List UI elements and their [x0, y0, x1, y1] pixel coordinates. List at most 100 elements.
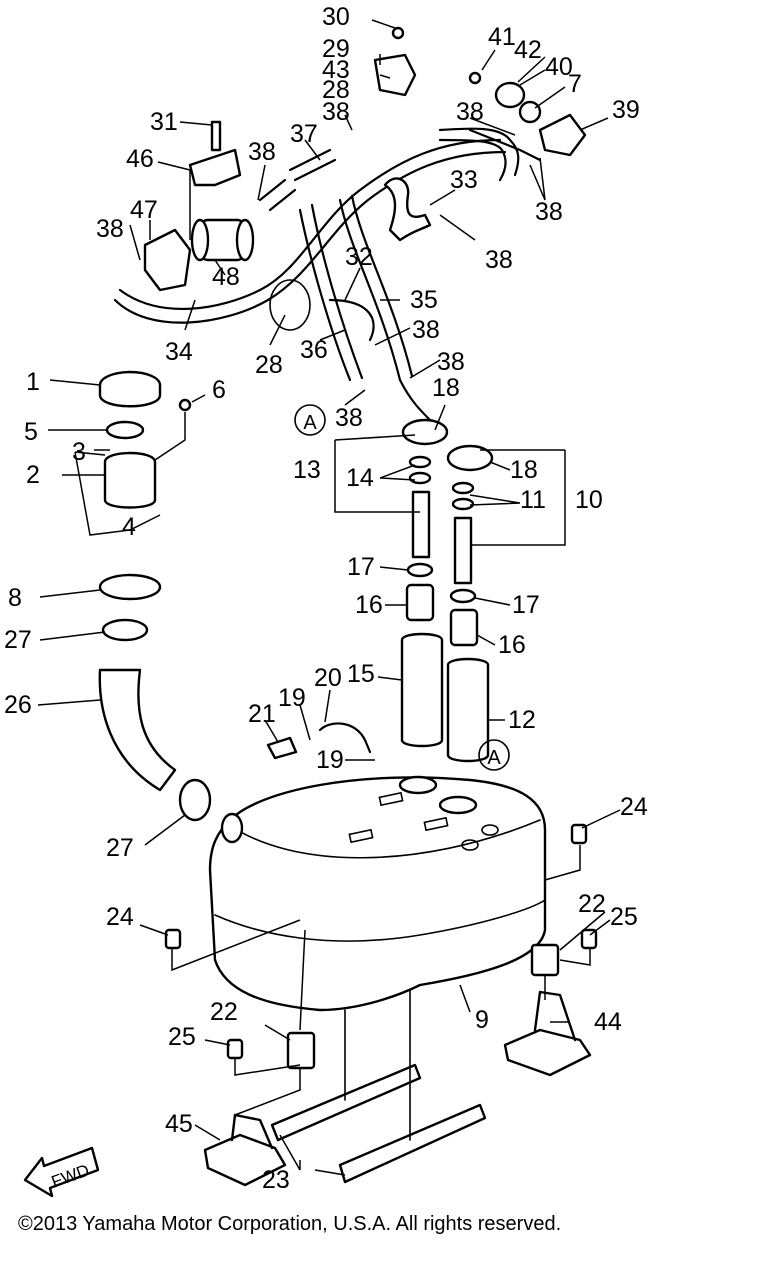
fwd-arrow	[23, 1146, 100, 1198]
gasket-5	[105, 420, 145, 440]
assembly-lines	[154, 412, 591, 1116]
callout-label: 5	[24, 418, 38, 446]
callout-label: 38	[96, 215, 124, 243]
callout-label: 9	[475, 1006, 489, 1034]
callout-label: 24	[620, 793, 648, 821]
callout-label: 31	[150, 108, 178, 136]
callout-label: 22	[210, 998, 238, 1026]
callout-label: 16	[498, 631, 526, 659]
fuel-filter-48	[190, 218, 255, 262]
plate-8	[98, 573, 162, 601]
callout-label: 38	[248, 138, 276, 166]
callout-label: 18	[432, 374, 460, 402]
callout-label: 48	[212, 263, 240, 291]
callout-label: 14	[346, 464, 374, 492]
callout-label: 25	[168, 1023, 196, 1051]
pickup-left	[400, 418, 449, 748]
callout-label: 42	[514, 36, 542, 64]
callout-label: 43	[322, 56, 350, 84]
callout-label: 46	[126, 145, 154, 173]
strap-23-b	[338, 1103, 487, 1184]
callout-label: 37	[290, 120, 318, 148]
callout-label: 20	[314, 664, 342, 692]
hose-26	[98, 668, 177, 792]
callout-label: 19	[278, 684, 306, 712]
callout-label: 41	[488, 23, 516, 51]
strap-23-a	[270, 1063, 422, 1142]
callout-label: 45	[165, 1110, 193, 1138]
bolt-31	[210, 120, 222, 152]
bolt-25-right	[580, 928, 598, 950]
callout-label: 1	[26, 368, 40, 396]
callout-label: 2	[26, 461, 40, 489]
bracket-22-left	[286, 1031, 316, 1070]
callout-label: 13	[293, 456, 321, 484]
callout-label: 4	[122, 513, 136, 541]
callout-label: 28	[255, 351, 283, 379]
valve-39	[538, 113, 587, 157]
callout-label: 18	[510, 456, 538, 484]
callout-label: 6	[212, 376, 226, 404]
callout-label: 38	[437, 348, 465, 376]
callout-label: 38	[412, 316, 440, 344]
clamp-27-top	[101, 618, 149, 642]
callout-label: 38	[485, 246, 513, 274]
callout-label: 33	[450, 166, 478, 194]
bracket-46	[188, 148, 242, 187]
filler-neck-2	[103, 451, 157, 509]
bracket-22-right	[530, 943, 560, 977]
callout-label: 24	[106, 903, 134, 931]
filler-cap-1	[98, 370, 162, 408]
callout-label: 29	[322, 35, 350, 63]
callout-label: 38	[535, 198, 563, 226]
callout-label: 12	[508, 706, 536, 734]
marker-a-circle-2	[478, 739, 510, 771]
callout-label: 11	[520, 486, 546, 514]
callout-label: 8	[8, 584, 22, 612]
bracket-47	[143, 228, 192, 292]
screw-30	[391, 26, 405, 40]
hoses	[113, 127, 542, 422]
reference-marker: A	[487, 747, 501, 769]
marker-a-circle-1	[294, 404, 326, 436]
mount-44	[503, 990, 592, 1077]
callout-label: 47	[130, 196, 158, 224]
callout-label: 27	[106, 834, 134, 862]
callout-label: 34	[165, 338, 193, 366]
callout-label: 39	[612, 96, 640, 124]
callout-label: 21	[248, 700, 276, 728]
callout-label: 17	[347, 553, 375, 581]
hose-33	[383, 177, 432, 242]
callout-label: 10	[575, 486, 603, 514]
clamp-29	[373, 53, 417, 97]
bolt-24-right	[570, 823, 588, 845]
callout-label: 17	[512, 591, 540, 619]
callout-labels: 1 2 3 4 5 6 7 8 9 10 11 12 13 14 15 16 1…	[4, 3, 648, 1194]
callout-label: 26	[4, 691, 32, 719]
hose-20	[318, 722, 372, 754]
callout-label: 30	[322, 3, 350, 31]
callout-label: 32	[345, 243, 373, 271]
ring-7	[518, 100, 542, 124]
callout-label: 19	[316, 746, 344, 774]
pickup-right	[446, 444, 494, 763]
mount-45	[203, 1113, 287, 1187]
callout-label: 15	[347, 660, 375, 688]
clamp-27-bottom	[178, 778, 212, 822]
bolt-41	[468, 71, 482, 85]
reference-marker: A	[303, 412, 317, 434]
callout-label: 36	[300, 336, 328, 364]
tank-inlet	[220, 812, 244, 844]
callout-label: 38	[322, 98, 350, 126]
callout-label: 28	[322, 76, 350, 104]
callout-label: 44	[594, 1008, 622, 1036]
callout-label: 40	[545, 53, 573, 81]
fuel-tank-9	[208, 776, 547, 1012]
bolt-25-left	[226, 1038, 244, 1060]
ring-40	[494, 81, 526, 109]
callout-label: 25	[610, 903, 638, 931]
callout-label: 22	[578, 890, 606, 918]
copyright-notice: ©2013 Yamaha Motor Corporation, U.S.A. A…	[18, 1213, 562, 1235]
callout-label: 38	[335, 404, 363, 432]
